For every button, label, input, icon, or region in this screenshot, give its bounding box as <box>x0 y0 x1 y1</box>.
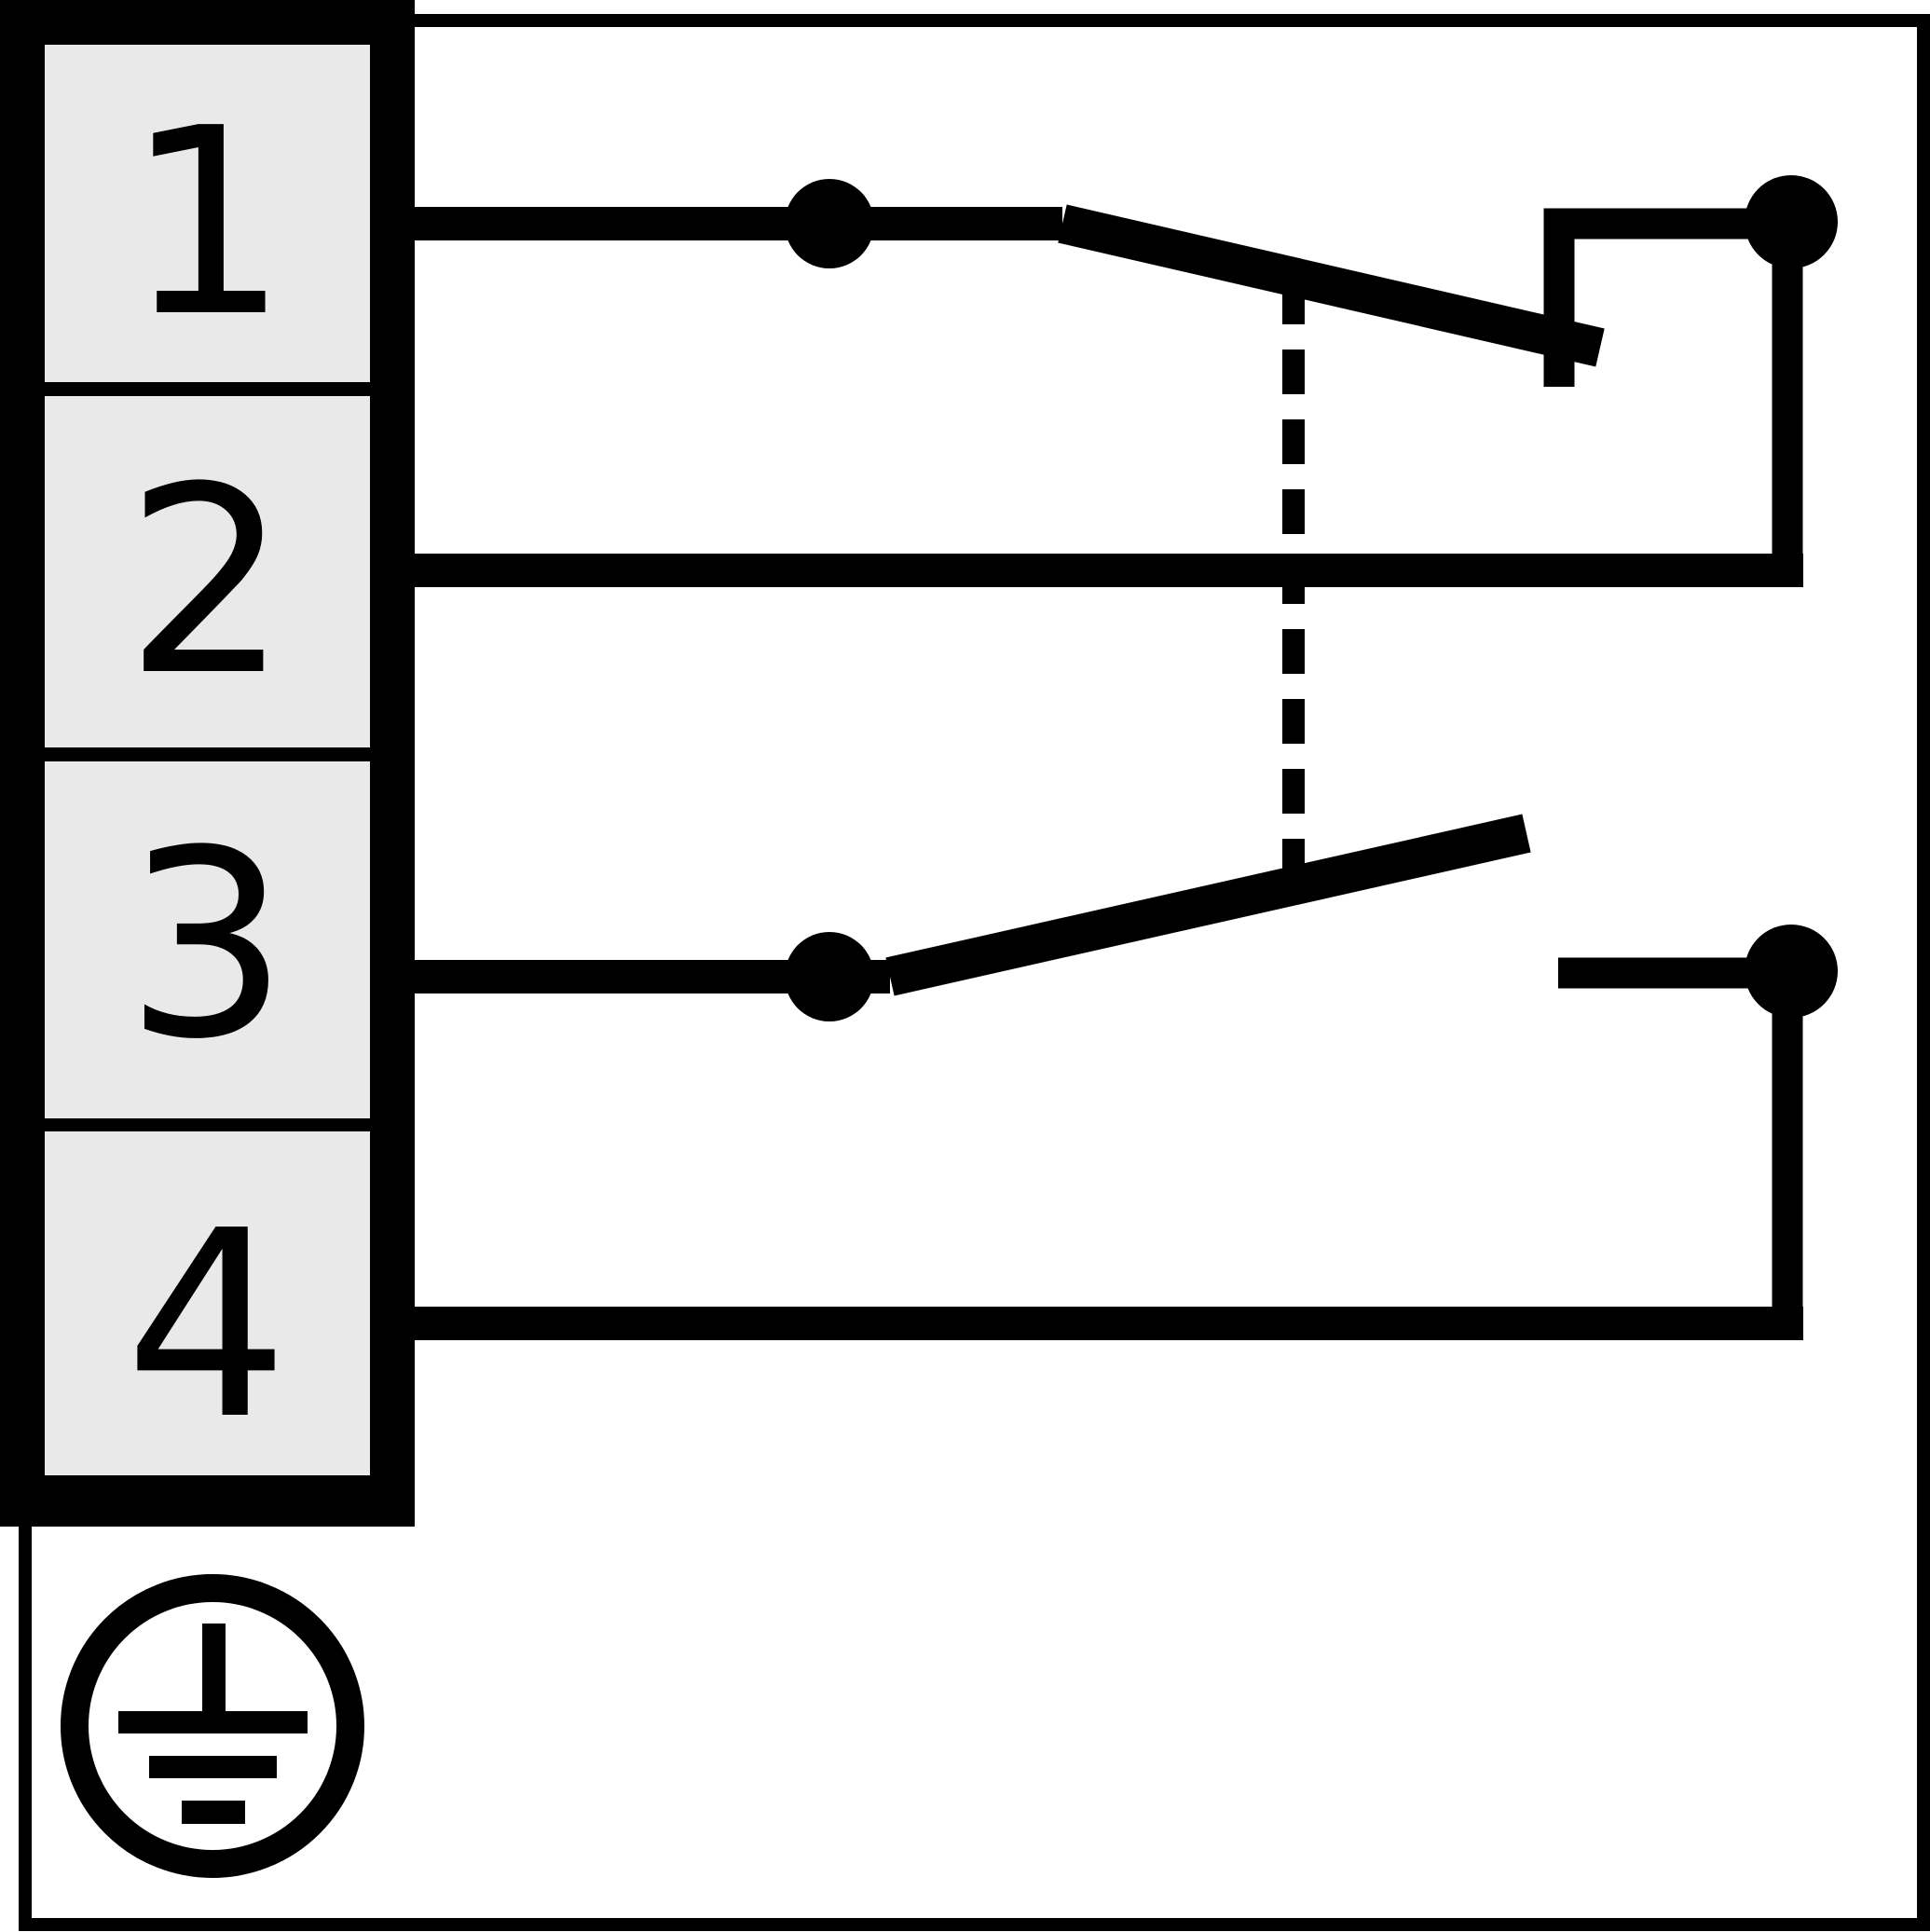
contact-1-2-nc <box>415 175 1838 587</box>
earth-bar-short <box>182 1801 245 1824</box>
pin3-junction-dot <box>785 932 874 1021</box>
terminal-label-2: 2 <box>125 432 289 733</box>
terminal-label-3: 3 <box>125 796 289 1096</box>
earth-circle <box>61 1574 364 1878</box>
terminal-cell-4 <box>45 1131 370 1475</box>
protective-earth-icon <box>61 1574 364 1878</box>
terminal-cell-2 <box>45 396 370 747</box>
terminal-cell-3 <box>45 761 370 1118</box>
earth-bar-medium <box>149 1756 277 1778</box>
terminal-label-1: 1 <box>125 74 289 374</box>
no-switch-blade <box>885 814 1531 996</box>
earth-bar-long <box>118 1711 308 1733</box>
earth-stem <box>202 1624 226 1728</box>
pin1-junction-dot <box>785 179 874 268</box>
terminal-label-4: 4 <box>125 1176 289 1476</box>
nc-switch-blade <box>1058 204 1605 367</box>
terminal-cell-1 <box>45 45 370 382</box>
terminal-block: 1 2 3 4 <box>0 0 415 1527</box>
nc-fixed-contact-hook <box>1543 208 1791 387</box>
contact-3-4-no <box>415 814 1838 1340</box>
